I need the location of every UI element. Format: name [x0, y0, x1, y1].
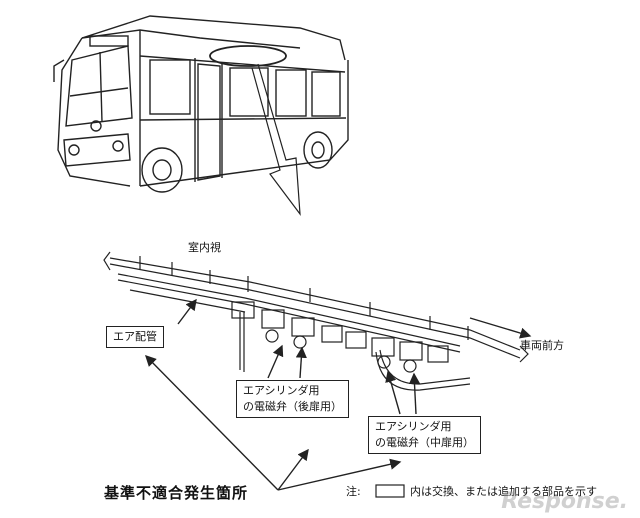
note-prefix: 注:	[346, 485, 361, 498]
middle-door-valve-line2: の電磁弁（中扉用）	[375, 436, 474, 449]
rear-door-valve-line1: エアシリンダ用	[243, 384, 320, 397]
note-legend-box	[375, 484, 405, 498]
bus-illustration	[53, 15, 349, 216]
annotation-arrows	[145, 298, 532, 491]
interior-view-label: 室内視	[188, 241, 221, 254]
rear-door-valve-line2: の電磁弁（後扉用）	[243, 400, 342, 413]
middle-door-valve-label: エアシリンダ用 の電磁弁（中扉用）	[368, 416, 481, 454]
note-text: 内は交換、または追加する部品を示す	[410, 485, 597, 498]
rear-door-valve-label: エアシリンダ用 の電磁弁（後扉用）	[236, 380, 349, 418]
air-pipe-assembly	[103, 251, 529, 391]
air-piping-text: エア配管	[113, 330, 157, 343]
watermark: Response.	[501, 489, 628, 514]
vehicle-front-arrow	[469, 317, 532, 339]
air-piping-label: エア配管	[106, 326, 164, 348]
nonconformity-location-label: 基準不適合発生箇所	[104, 484, 249, 502]
vehicle-front-label: 車両前方	[520, 339, 564, 352]
middle-door-valve-line1: エアシリンダ用	[375, 420, 452, 433]
